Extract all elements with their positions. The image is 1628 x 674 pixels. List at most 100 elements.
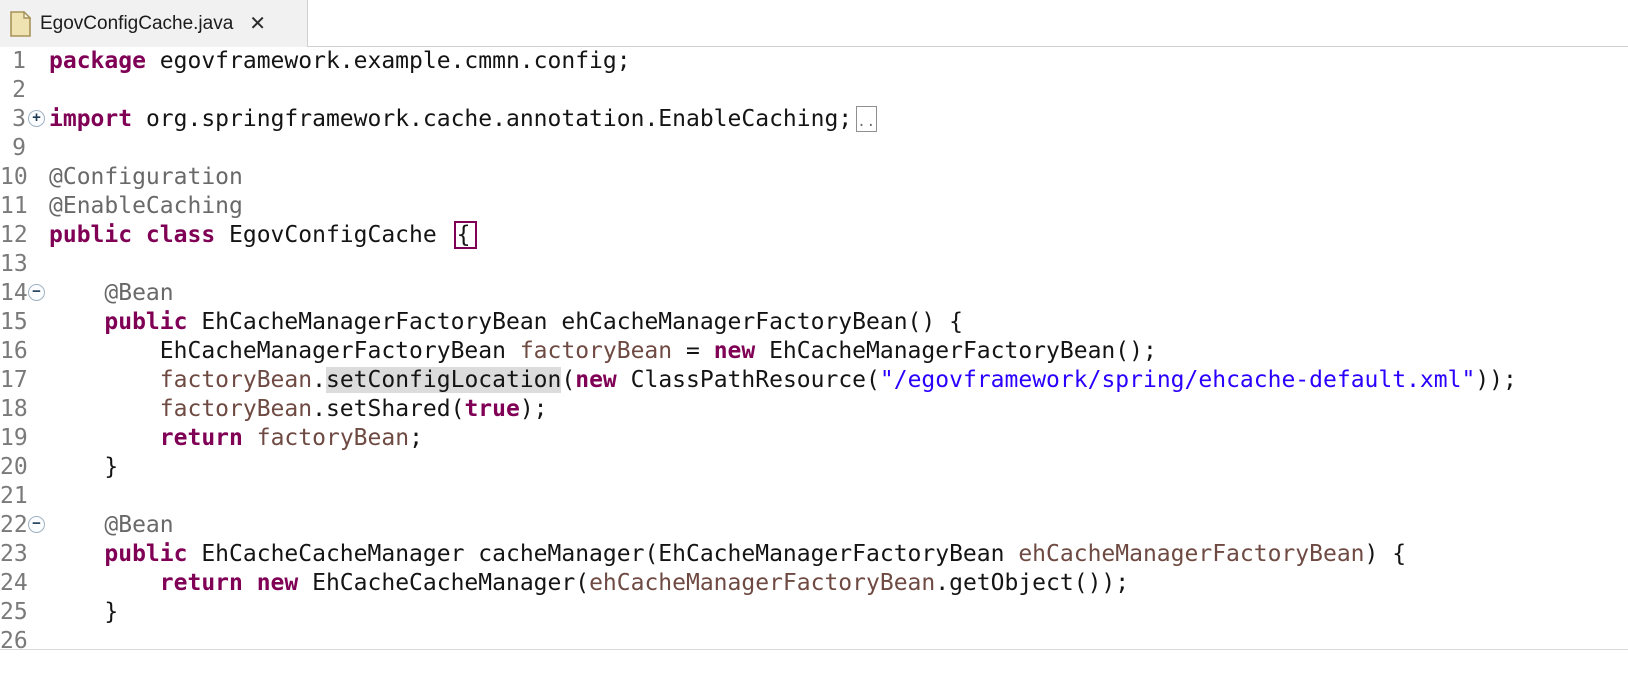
code-line-11[interactable]: 11 @EnableCaching [0, 192, 1628, 221]
fold-column [26, 569, 49, 598]
code-line-16[interactable]: 16 EhCacheManagerFactoryBean factoryBean… [0, 337, 1628, 366]
code-text: factoryBean.setShared(true); [159, 396, 548, 422]
line-number: 20 [0, 454, 28, 480]
code-text [49, 482, 1628, 511]
code-line-26[interactable]: 26 [0, 627, 1628, 649]
fold-expand-icon[interactable]: + [28, 110, 45, 127]
horizontal-scrollbar-area[interactable] [0, 650, 1628, 674]
line-number: 9 [12, 135, 26, 161]
line-number: 22 [0, 512, 28, 538]
fold-column [26, 47, 49, 76]
fold-collapse-icon[interactable]: − [28, 284, 45, 301]
code-text [49, 627, 1628, 649]
fold-collapse-icon[interactable]: − [28, 516, 45, 533]
code-line-13[interactable]: 13 [0, 250, 1628, 279]
tab-bar-empty-area [308, 0, 1628, 47]
code-line-3[interactable]: 3+import org.springframework.cache.annot… [0, 105, 1628, 134]
close-icon[interactable]: ✕ [249, 12, 267, 35]
code-line-20[interactable]: 20 } [0, 453, 1628, 482]
line-number: 13 [0, 251, 28, 277]
fold-column: − [26, 511, 49, 540]
tab-egovconfigcache-java[interactable]: EgovConfigCache.java ✕ [0, 0, 308, 47]
code-text: public class EgovConfigCache { [49, 221, 1628, 250]
code-text: @Configuration [49, 164, 243, 190]
code-text: } [49, 454, 119, 480]
occurrence-highlight: setConfigLocation [325, 367, 562, 393]
code-text: @Bean [104, 512, 174, 538]
fold-column [26, 76, 49, 105]
code-line-23[interactable]: 23 public EhCacheCacheManager cacheManag… [0, 540, 1628, 569]
code-line-2[interactable]: 2 [0, 76, 1628, 105]
line-number: 2 [12, 77, 26, 103]
code-line-15[interactable]: 15 public EhCacheManagerFactoryBean ehCa… [0, 308, 1628, 337]
code-text: @EnableCaching [49, 193, 243, 219]
code-text: package egovframework.example.cmmn.confi… [49, 48, 631, 74]
editor-tab-bar: EgovConfigCache.java ✕ [0, 0, 1628, 47]
fold-column: − [26, 279, 49, 308]
code-text: } [49, 599, 119, 625]
fold-column [26, 424, 49, 453]
code-line-25[interactable]: 25 } [0, 598, 1628, 627]
code-text: import org.springframework.cache.annotat… [49, 106, 878, 132]
code-editor[interactable]: 1 package egovframework.example.cmmn.conf… [0, 47, 1628, 649]
line-number: 12 [0, 222, 28, 248]
line-number: 18 [0, 396, 28, 422]
line-number: 25 [0, 599, 28, 625]
line-number: 14 [0, 280, 28, 306]
code-text [49, 134, 1628, 163]
fold-column [26, 163, 49, 192]
code-text: public EhCacheManagerFactoryBean ehCache… [104, 309, 963, 335]
tab-title: EgovConfigCache.java [40, 12, 234, 34]
code-text: return factoryBean; [159, 425, 423, 451]
line-number: 19 [0, 425, 28, 451]
line-number: 17 [0, 367, 28, 393]
fold-column [26, 308, 49, 337]
code-text: factoryBean.setConfigLocation(new ClassP… [159, 367, 1517, 393]
editor-bottom-border [0, 649, 1628, 650]
line-number: 15 [0, 309, 28, 335]
fold-column [26, 221, 49, 250]
code-line-12[interactable]: 12 public class EgovConfigCache { [0, 221, 1628, 250]
fold-column [26, 395, 49, 424]
java-file-icon [10, 10, 31, 37]
matching-brace-highlight: { [453, 221, 478, 249]
line-number: 16 [0, 338, 28, 364]
code-text: @Bean [104, 280, 174, 306]
line-number: 26 [0, 628, 28, 649]
code-line-21[interactable]: 21 [0, 482, 1628, 511]
fold-column [26, 134, 49, 163]
line-number: 24 [0, 570, 28, 596]
fold-column [26, 453, 49, 482]
line-number: 1 [12, 48, 26, 74]
fold-column [26, 337, 49, 366]
code-area: 1 package egovframework.example.cmmn.conf… [0, 47, 1628, 649]
code-text [49, 76, 1628, 105]
code-line-17[interactable]: 17 factoryBean.setConfigLocation(new Cla… [0, 366, 1628, 395]
line-number: 23 [0, 541, 28, 567]
code-line-19[interactable]: 19 return factoryBean; [0, 424, 1628, 453]
line-number: 10 [0, 164, 28, 190]
fold-column [26, 598, 49, 627]
code-line-14[interactable]: 14− @Bean [0, 279, 1628, 308]
fold-column: + [26, 105, 49, 134]
line-number: 3 [12, 106, 26, 132]
code-text: public EhCacheCacheManager cacheManager(… [104, 541, 1407, 567]
code-text: return new EhCacheCacheManager(ehCacheMa… [159, 570, 1130, 596]
fold-column [26, 627, 49, 649]
fold-column [26, 192, 49, 221]
code-line-10[interactable]: 10 @Configuration [0, 163, 1628, 192]
fold-column [26, 366, 49, 395]
code-line-1[interactable]: 1 package egovframework.example.cmmn.conf… [0, 47, 1628, 76]
line-number: 11 [0, 193, 28, 219]
fold-column [26, 482, 49, 511]
code-line-22[interactable]: 22− @Bean [0, 511, 1628, 540]
code-line-18[interactable]: 18 factoryBean.setShared(true); [0, 395, 1628, 424]
fold-column [26, 250, 49, 279]
code-text [49, 250, 1628, 279]
code-line-9[interactable]: 9 [0, 134, 1628, 163]
fold-column [26, 540, 49, 569]
code-line-24[interactable]: 24 return new EhCacheCacheManager(ehCach… [0, 569, 1628, 598]
code-text: EhCacheManagerFactoryBean factoryBean = … [49, 338, 1157, 364]
collapsed-region-box[interactable]: .. [856, 106, 878, 132]
line-number: 21 [0, 483, 28, 509]
